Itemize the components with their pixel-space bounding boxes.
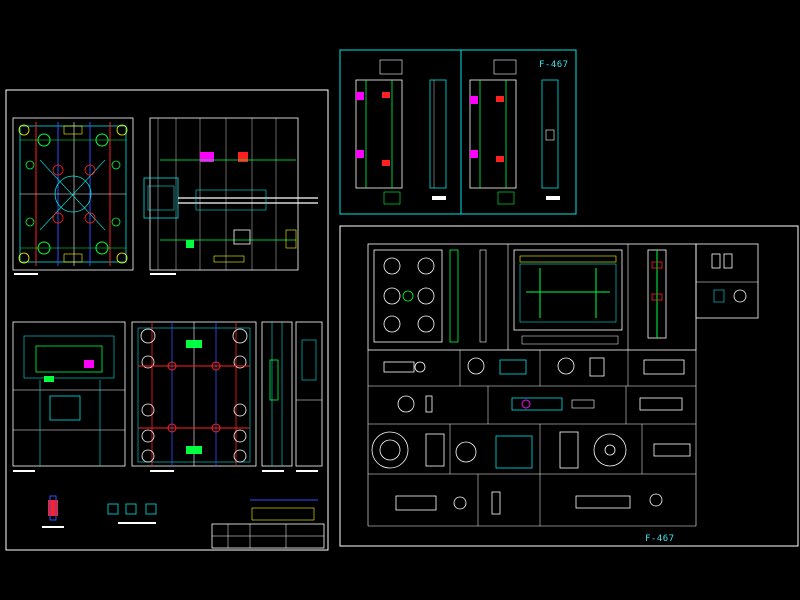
assembly-drawing-sheet <box>5 89 329 551</box>
side-sections <box>261 321 323 472</box>
part-drawing-sheet-bottom <box>339 225 799 547</box>
pin-details <box>711 253 747 303</box>
support-plate-detail <box>513 249 623 345</box>
sheet-code-bottom: F-467 <box>645 534 675 544</box>
slide-part-detail <box>647 249 667 339</box>
insert-part-right <box>469 59 560 205</box>
top-view-plan <box>12 117 134 275</box>
section-view-a-a <box>143 117 318 275</box>
sheet-code-top: F-467 <box>539 60 569 70</box>
small-part-details <box>42 495 157 528</box>
title-block <box>211 499 325 549</box>
section-view-b-b <box>12 321 126 472</box>
part-drawing-sheet-top <box>339 49 577 215</box>
component-details-grid <box>371 357 691 515</box>
insert-part-left <box>355 59 447 205</box>
cavity-plate-detail <box>373 249 487 343</box>
bottom-plan-view <box>131 321 257 472</box>
